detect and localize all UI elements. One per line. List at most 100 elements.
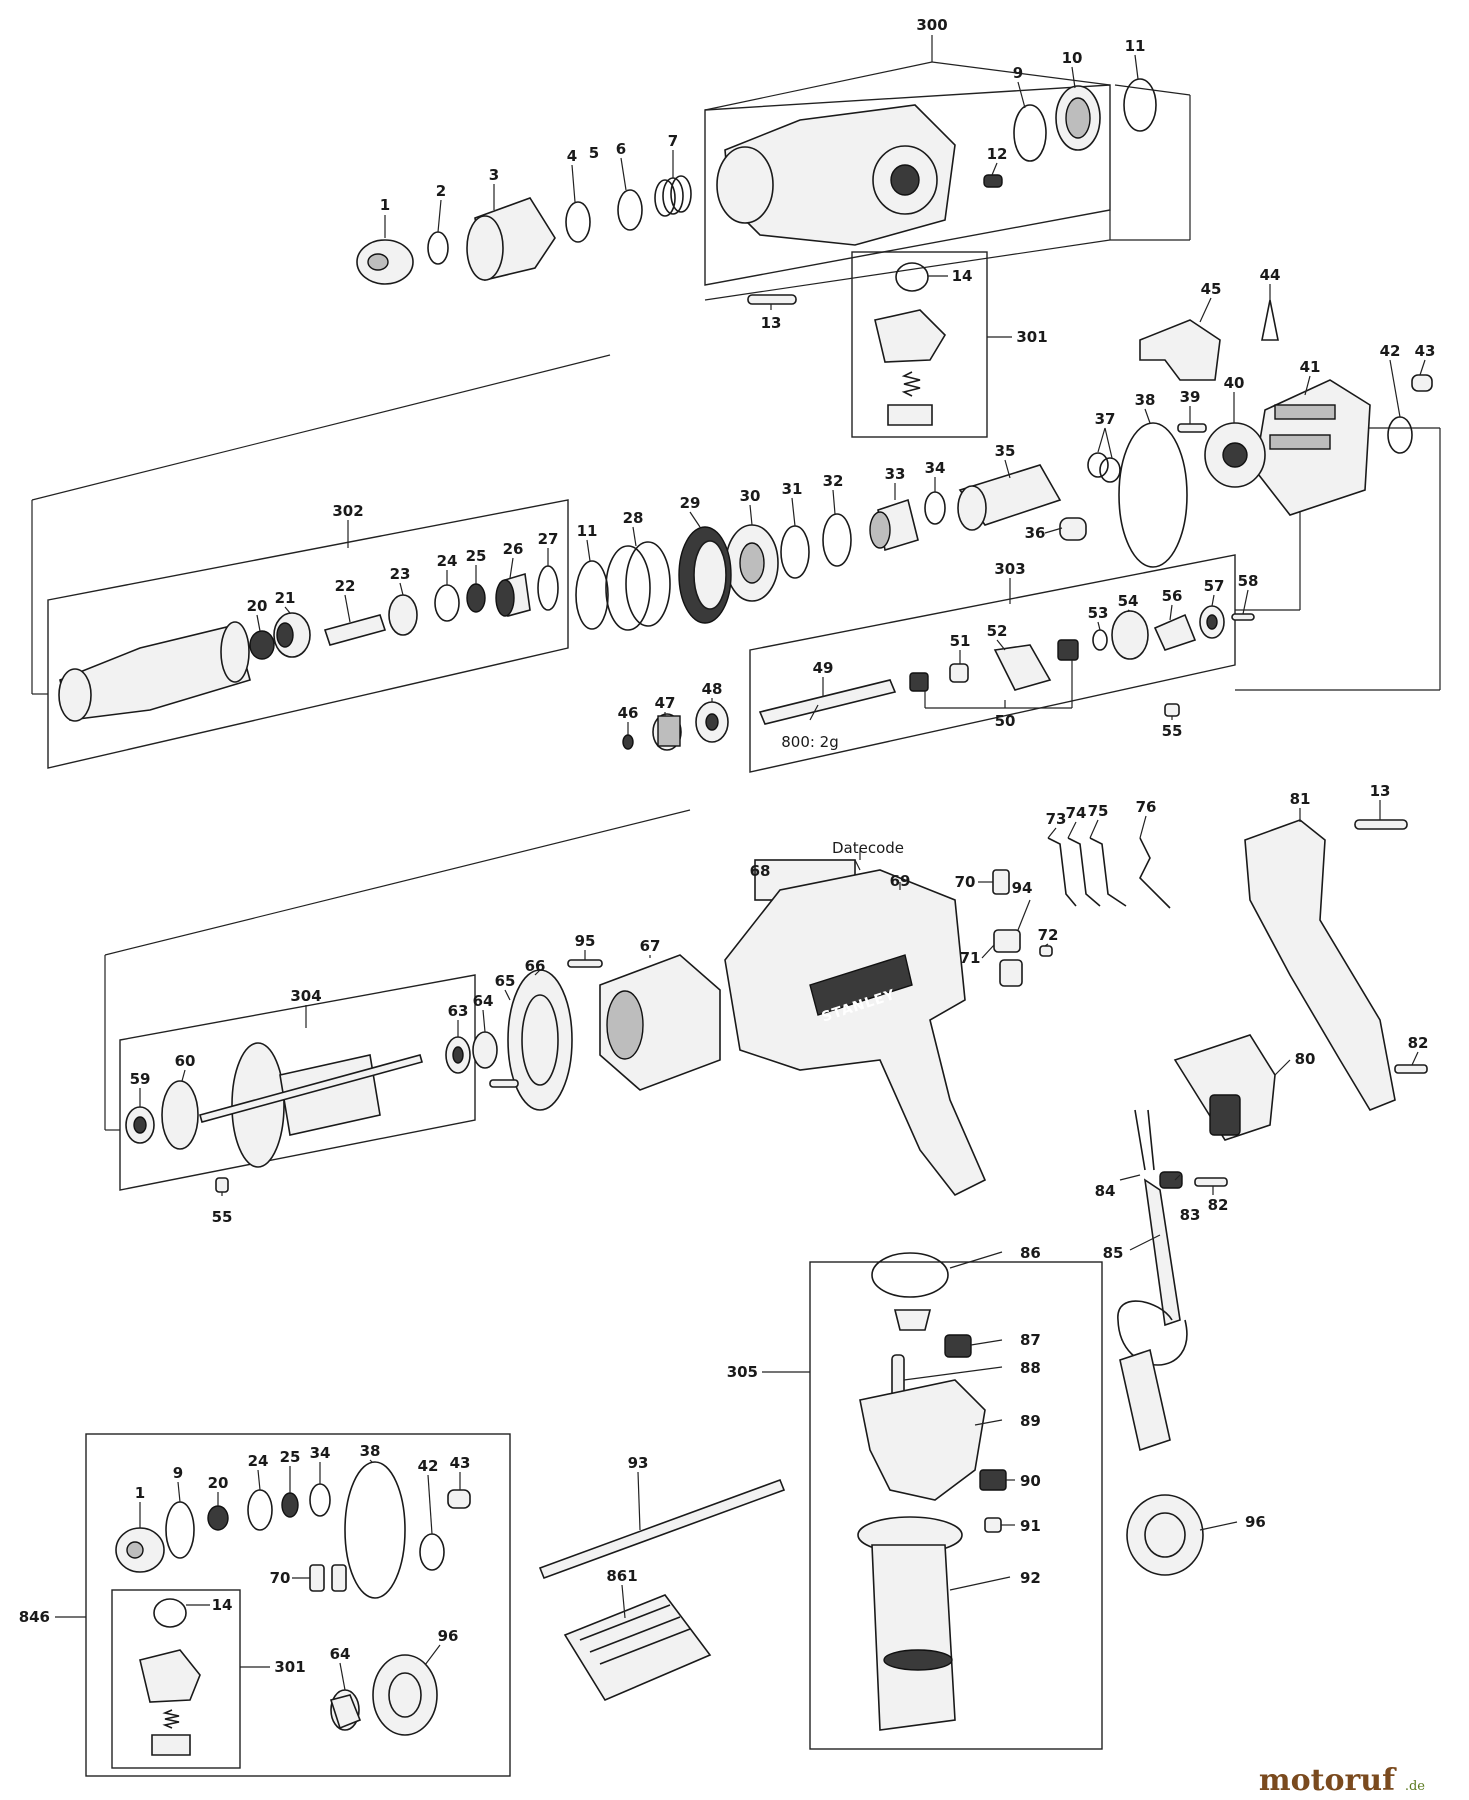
part-13-bolt	[747, 294, 797, 305]
part-label: 9	[173, 1464, 183, 1482]
part-label: 3	[489, 166, 499, 184]
part-33-sleeve	[869, 498, 919, 552]
part-label: 38	[360, 1442, 381, 1460]
part-label: 25	[466, 547, 487, 565]
part-45-bracket	[1139, 319, 1221, 381]
part-label: 96	[1245, 1513, 1266, 1531]
part-label: 25	[280, 1448, 301, 1466]
part-53-ring	[1092, 629, 1108, 651]
part-label: 75	[1088, 802, 1109, 820]
part-label: 37	[1095, 410, 1116, 428]
part-59-bearing	[125, 1106, 155, 1144]
part-label: 65	[495, 972, 516, 990]
part-36-pin	[1059, 517, 1087, 541]
part-label: 7	[668, 132, 678, 150]
part-label: 55	[1162, 722, 1183, 740]
part-846-96-cap	[372, 1654, 438, 1736]
part-846-1-cap	[115, 1527, 165, 1573]
part-81-handle-shell	[1244, 819, 1396, 1111]
part-label: 43	[450, 1454, 471, 1472]
part-96-dust-cap	[1126, 1494, 1204, 1576]
part-22-striker	[323, 614, 387, 646]
part-label: 11	[577, 522, 598, 540]
part-label: 58	[1238, 572, 1259, 590]
part-label: 35	[995, 442, 1016, 460]
part-label: 66	[525, 957, 546, 975]
part-label: 31	[782, 480, 803, 498]
part-846-301-clip	[151, 1734, 191, 1756]
part-label: 95	[575, 932, 596, 950]
part-label: 45	[1201, 280, 1222, 298]
part-label: 64	[473, 992, 494, 1010]
part-label: 71	[960, 949, 981, 967]
part-87-nut	[944, 1334, 972, 1358]
part-48-gear	[695, 701, 729, 743]
part-label: 14	[212, 1596, 233, 1614]
part-24-ring	[434, 584, 460, 622]
part-label: 303	[994, 560, 1025, 578]
part-9-ring	[1013, 104, 1047, 162]
part-846-14-ring	[153, 1598, 187, 1628]
datecode-label: Datecode	[832, 839, 904, 857]
watermark: motoruf .de	[1259, 1763, 1425, 1798]
grease-note: 800: 2g	[781, 733, 839, 751]
part-39-screw	[1177, 423, 1207, 433]
part-label: 72	[1038, 926, 1059, 944]
part-label: 82	[1208, 1196, 1229, 1214]
part-1-cap	[356, 239, 414, 285]
part-25-oring	[466, 583, 486, 613]
part-label: 846	[19, 1608, 50, 1626]
part-37-rings	[1087, 452, 1121, 483]
part-82a-screw	[1394, 1064, 1428, 1074]
part-label: 69	[890, 872, 911, 890]
part-label: 34	[925, 459, 946, 477]
frame-305	[809, 1261, 1103, 1750]
part-67-stator	[599, 954, 721, 1091]
part-42-ring	[1387, 416, 1413, 454]
part-label: 22	[335, 577, 356, 595]
part-label: 50	[995, 712, 1016, 730]
part-90-nut	[979, 1469, 1007, 1491]
part-95-screw	[567, 959, 603, 968]
part-label: 34	[310, 1444, 331, 1462]
part-label: 304	[290, 987, 321, 1005]
part-50-needle-b	[1057, 639, 1079, 661]
part-label: 57	[1204, 577, 1225, 595]
part-846-301-selector	[139, 1649, 201, 1703]
part-75-wire	[1089, 837, 1127, 907]
part-23-disc	[388, 594, 418, 636]
part-label: 83	[1180, 1206, 1201, 1224]
part-64-sleeve	[472, 1031, 498, 1069]
part-label: 305	[727, 1363, 758, 1381]
part-label: 43	[1415, 342, 1436, 360]
part-label: 23	[390, 565, 411, 583]
part-4-ring	[565, 201, 591, 243]
part-label: 301	[274, 1658, 305, 1676]
part-label: 73	[1046, 810, 1067, 828]
part-846-70-brushes	[309, 1564, 347, 1592]
part-846-9-ring	[165, 1501, 195, 1559]
part-80-switch	[1173, 1034, 1276, 1141]
part-label: 28	[623, 509, 644, 527]
part-label: 49	[813, 659, 834, 677]
frame-302	[47, 499, 569, 769]
part-label: 42	[418, 1457, 439, 1475]
part-label: 47	[655, 694, 676, 712]
part-40-guide	[1204, 422, 1266, 488]
part-label: 88	[1020, 1359, 1041, 1377]
frame-846	[85, 1433, 511, 1777]
part-846-24-ring	[247, 1489, 273, 1531]
part-label: 76	[1136, 798, 1157, 816]
part-52-lever	[993, 644, 1052, 691]
part-7-spring	[654, 175, 692, 217]
part-89-depth-stop-holder	[859, 1379, 986, 1501]
part-label: 21	[275, 589, 296, 607]
part-label: 60	[175, 1052, 196, 1070]
part-57-bearing	[1199, 605, 1225, 639]
part-label: 92	[1020, 1569, 1041, 1587]
part-label: 300	[916, 16, 947, 34]
part-43-pin	[1411, 374, 1433, 392]
part-label: 44	[1260, 266, 1281, 284]
